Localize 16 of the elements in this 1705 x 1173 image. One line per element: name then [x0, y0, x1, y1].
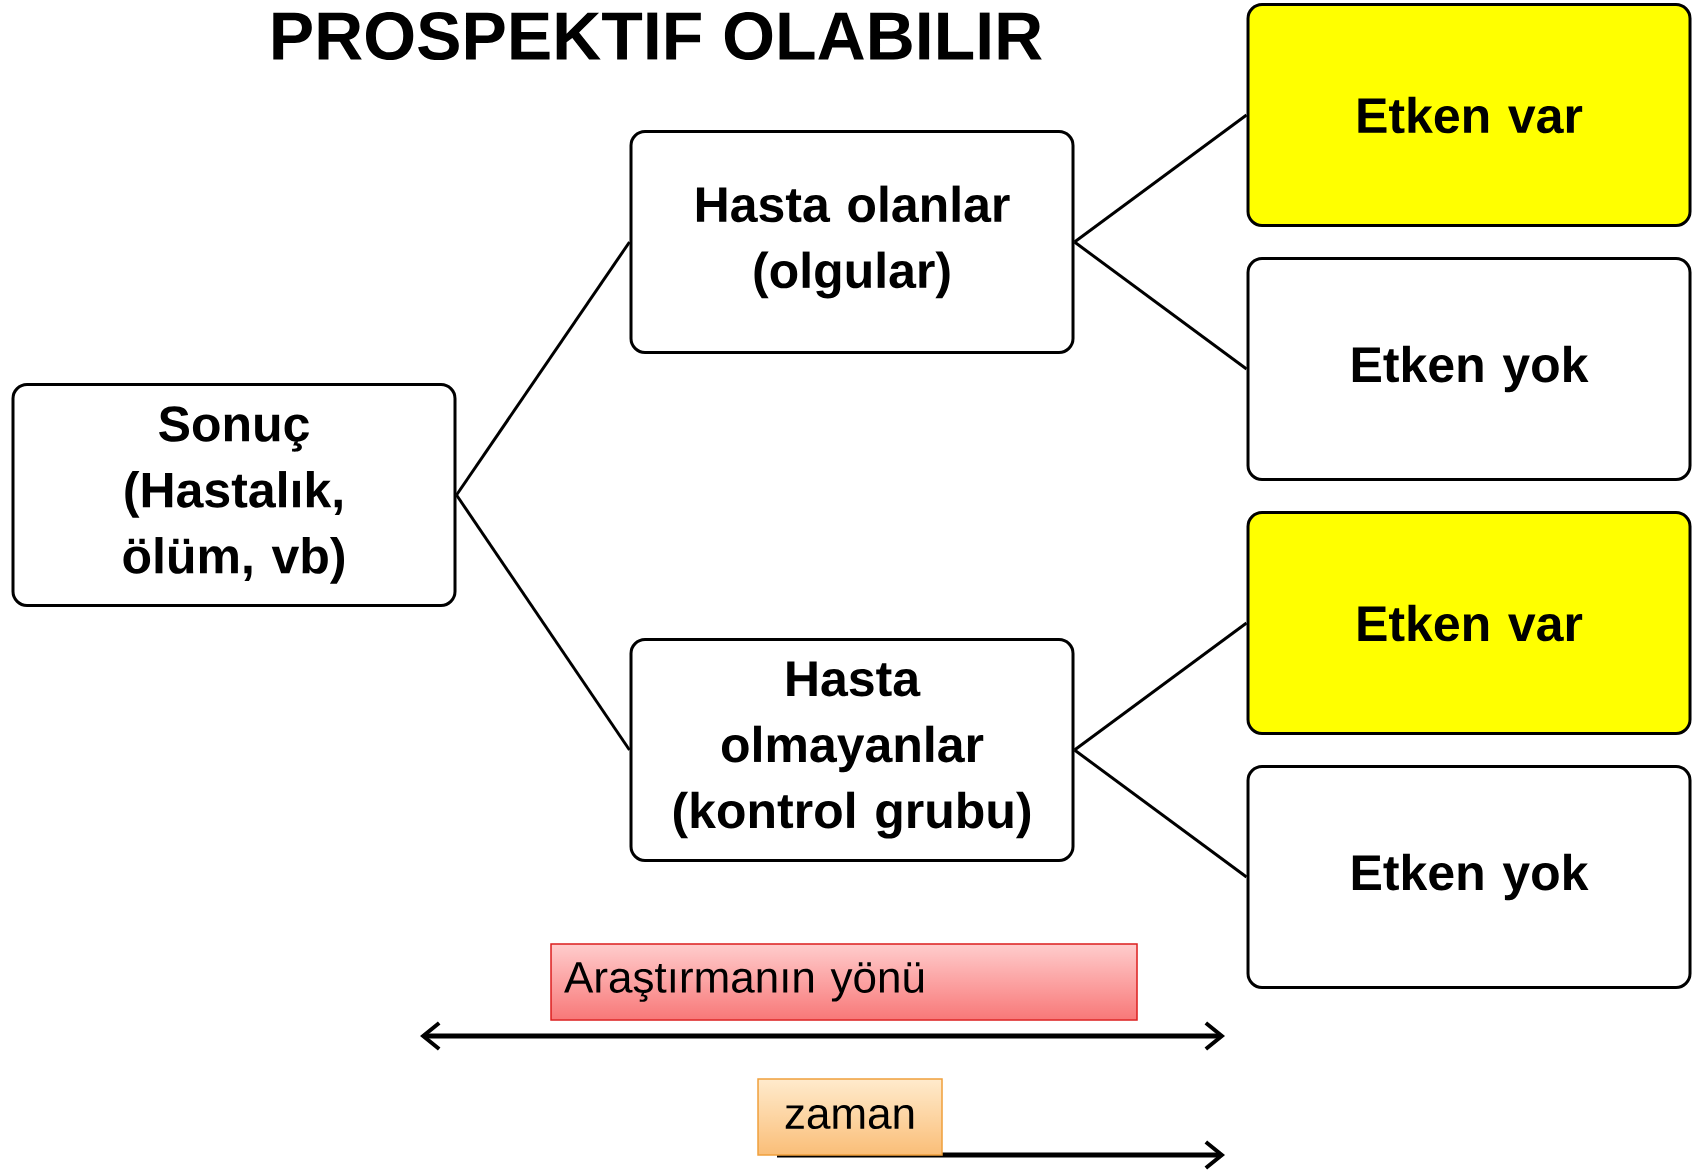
connector-line — [455, 494, 631, 751]
note-box: Araştırmanın yönü — [550, 943, 1138, 1021]
connector-line — [1073, 621, 1248, 752]
note-box: zaman — [757, 1078, 943, 1156]
process-box: Etken var — [1246, 511, 1692, 735]
process-box: Sonuç (Hastalık, ölüm, vb) — [11, 383, 457, 607]
process-box: Etken var — [1246, 3, 1692, 227]
connector-line — [1073, 113, 1248, 244]
connector-line — [1073, 240, 1248, 371]
process-box: Etken yok — [1246, 765, 1692, 989]
connector-line — [1073, 748, 1248, 879]
connector-line — [455, 241, 631, 496]
process-box: Hasta olmayanlar (kontrol grubu) — [629, 638, 1075, 862]
title: PROSPEKTIF OLABILIR — [273, 11, 1042, 61]
process-box: Hasta olanlar (olgular) — [629, 130, 1075, 354]
process-box: Etken yok — [1246, 257, 1692, 481]
